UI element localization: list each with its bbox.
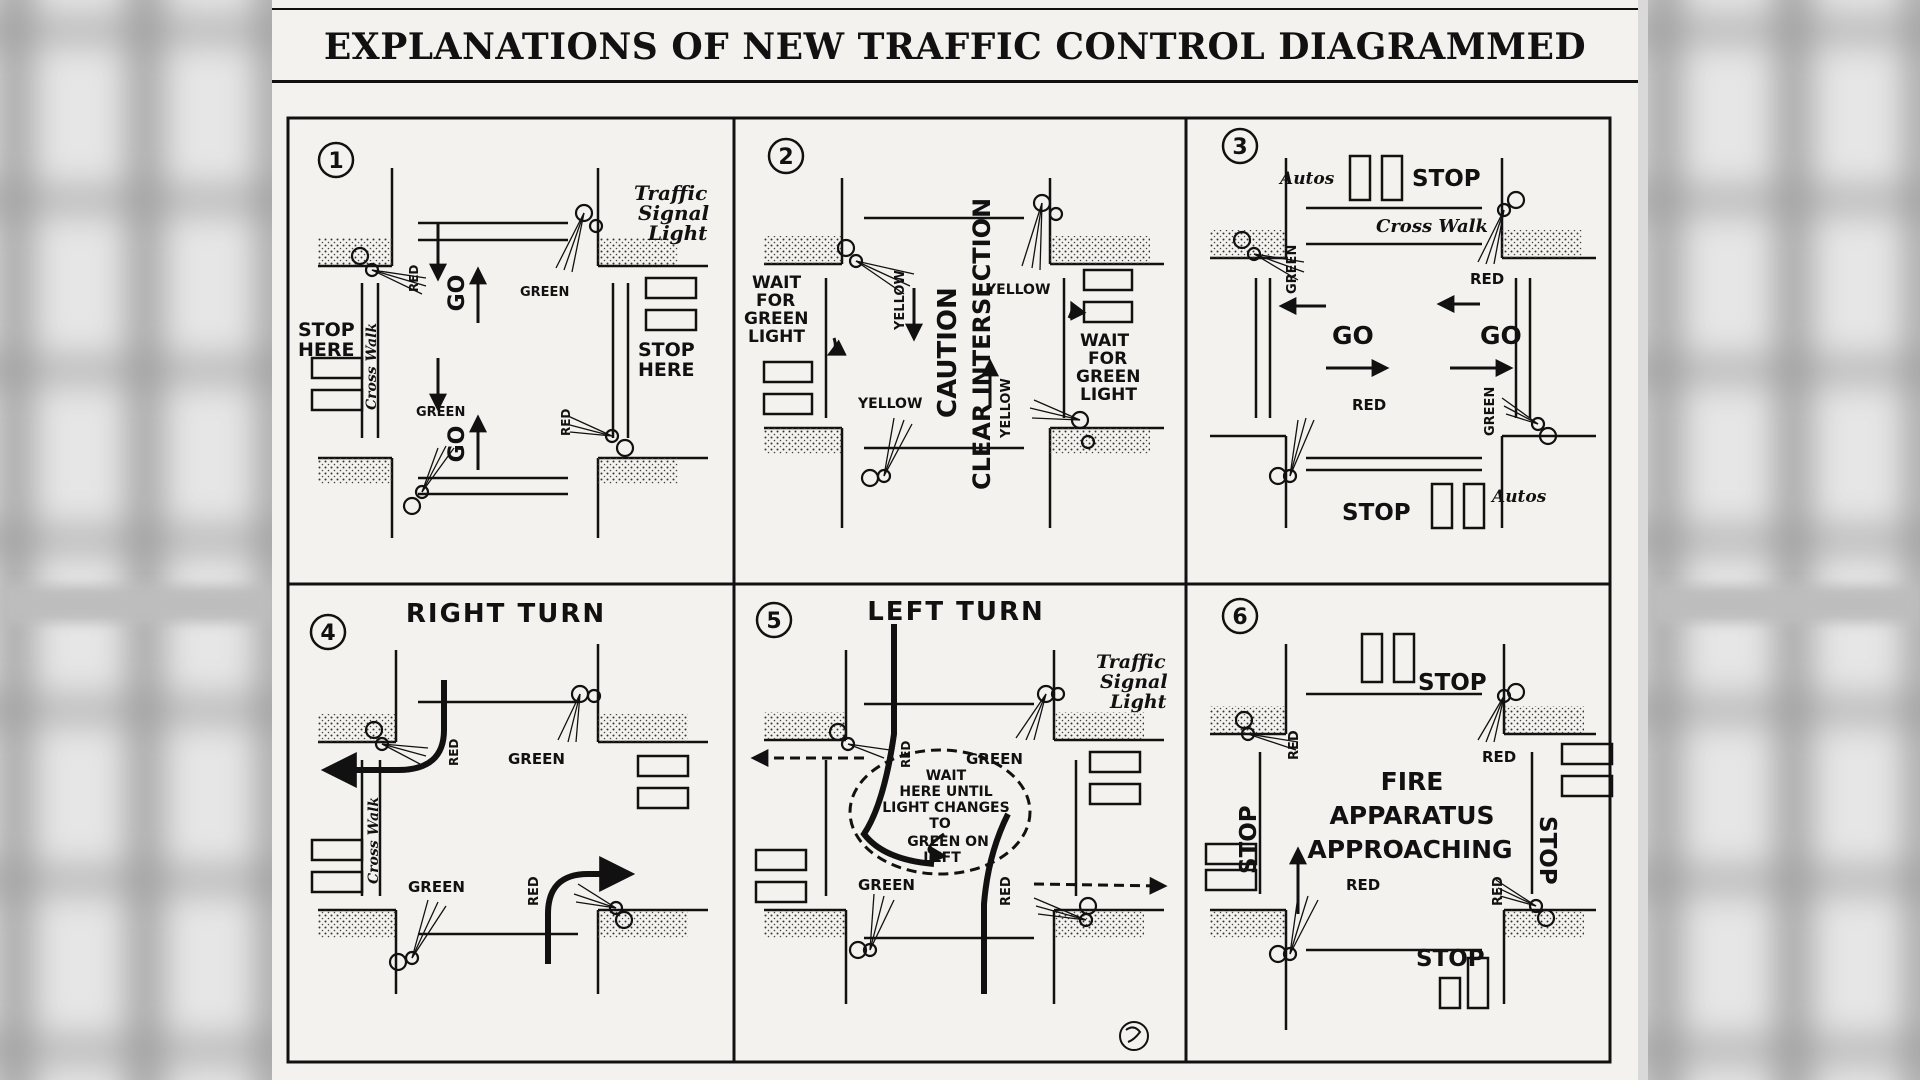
go-label: GO — [1480, 321, 1522, 350]
svg-text:YELLOW: YELLOW — [893, 270, 908, 331]
svg-text:YELLOW: YELLOW — [985, 282, 1050, 298]
svg-text:RED: RED — [1287, 730, 1302, 760]
caution-label: CAUTION — [933, 287, 963, 418]
svg-text:RED: RED — [407, 265, 421, 292]
svg-text:GREEN: GREEN — [1285, 245, 1300, 294]
stop-label: STOP — [1236, 805, 1262, 874]
traffic-diagram-grid: 1 — [286, 116, 1614, 1064]
svg-text:GREEN: GREEN — [416, 405, 465, 420]
panel-1: 1 — [298, 141, 710, 538]
go-label: GO — [445, 426, 470, 463]
stop-label: STOP — [1412, 166, 1481, 192]
svg-text:RED: RED — [1346, 876, 1380, 894]
blurred-background-left — [0, 0, 272, 1080]
panel-number: 5 — [766, 609, 781, 634]
svg-text:GREEN: GREEN — [858, 876, 915, 894]
svg-text:YELLOW: YELLOW — [857, 396, 922, 412]
panel-6: 6 — [1204, 597, 1614, 1030]
panel-4: 4 RIGHT TURN — [309, 599, 708, 994]
panel-number: 1 — [328, 149, 343, 174]
cross-walk-label: Cross Walk — [364, 323, 380, 410]
panel-heading: RIGHT TURN — [406, 599, 606, 629]
go-label: GO — [445, 275, 470, 312]
panel-number: 2 — [778, 145, 793, 170]
page-title: EXPLANATIONS OF NEW TRAFFIC CONTROL DIAG… — [323, 26, 1587, 68]
panel-5: 5 LEFT TURN — [750, 597, 1168, 1051]
svg-text:Autos: Autos — [1278, 169, 1335, 189]
panel-number: 4 — [320, 621, 335, 646]
panel-3: 3 — [1210, 127, 1596, 530]
svg-text:RED: RED — [527, 876, 542, 906]
svg-text:RED: RED — [1352, 396, 1386, 414]
panel-number: 3 — [1232, 135, 1247, 160]
svg-text:GREEN: GREEN — [966, 750, 1023, 768]
cross-walk-label: Cross Walk — [366, 797, 382, 884]
svg-text:YELLOW: YELLOW — [999, 378, 1014, 439]
fire-label: FIRE — [1381, 767, 1444, 796]
svg-text:GREEN: GREEN — [1483, 387, 1498, 436]
panel-number: 6 — [1232, 605, 1247, 630]
clear-intersection-label: CLEAR INTERSECTION — [968, 198, 996, 490]
stop-label: STOP — [1416, 946, 1485, 972]
svg-text:RED: RED — [999, 876, 1014, 906]
top-rule — [272, 8, 1638, 10]
svg-text:RED: RED — [1482, 748, 1516, 766]
svg-text:RED: RED — [1491, 876, 1506, 906]
go-label: GO — [1332, 321, 1374, 350]
stop-label: STOP — [1418, 670, 1487, 696]
cross-walk-label: Cross Walk — [1376, 216, 1488, 237]
svg-text:GREEN: GREEN — [408, 878, 465, 896]
svg-text:RED: RED — [559, 409, 573, 436]
stop-label: STOP — [1342, 500, 1411, 526]
newspaper-clipping: EXPLANATIONS OF NEW TRAFFIC CONTROL DIAG… — [272, 0, 1638, 1080]
svg-text:RED: RED — [447, 739, 461, 766]
panel-grid-frame — [286, 116, 1612, 1064]
svg-text:RED: RED — [899, 741, 913, 768]
publisher-mark-icon — [1119, 1021, 1149, 1051]
svg-text:GREEN: GREEN — [508, 750, 565, 768]
svg-text:GREEN: GREEN — [520, 285, 569, 300]
panel-2: 2 — [744, 137, 1164, 528]
panel-heading: LEFT TURN — [867, 597, 1045, 627]
svg-text:RED: RED — [1470, 270, 1504, 288]
svg-text:Autos: Autos — [1490, 487, 1547, 507]
stop-label: STOP — [1534, 816, 1560, 885]
title-rule — [272, 80, 1638, 83]
blurred-background-right — [1648, 0, 1920, 1080]
